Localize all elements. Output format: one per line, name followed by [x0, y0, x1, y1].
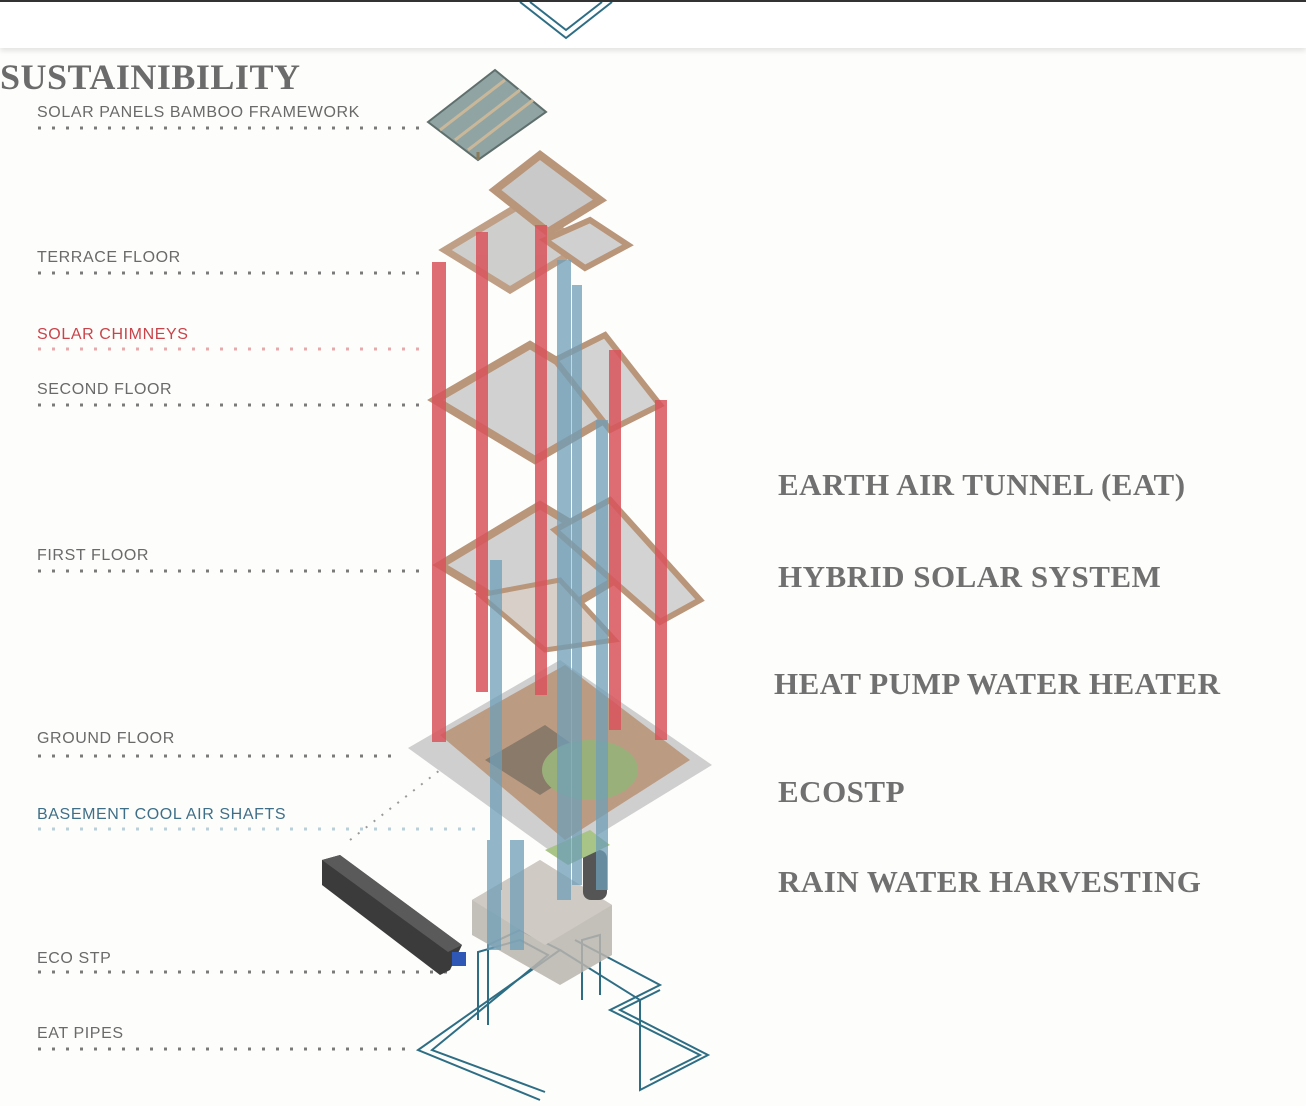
feature-heat-pump-water-heater: HEAT PUMP WATER HEATER	[774, 666, 1221, 701]
page-title: SUSTAINIBILITY	[0, 57, 301, 97]
layer-label-solar-chimneys: SOLAR CHIMNEYS	[37, 326, 189, 343]
eat-pipe-top-fragment	[519, 2, 613, 40]
feature-earth-air-tunnel: EARTH AIR TUNNEL (EAT)	[778, 467, 1186, 502]
layer-label-basement: BASEMENT COOL AIR SHAFTS	[37, 806, 287, 823]
layer-label-first-floor: FIRST FLOOR	[37, 547, 150, 564]
layer-label-solar-panels: SOLAR PANELS BAMBOO FRAMEWORK	[37, 104, 360, 121]
solar-chimneys	[432, 225, 667, 742]
eco-stp-tank	[322, 855, 466, 975]
layer-label-ground-floor: GROUND FLOOR	[37, 730, 175, 747]
feature-rain-water-harvesting: RAIN WATER HARVESTING	[778, 864, 1202, 899]
cool-air-shafts	[487, 260, 608, 950]
leader-lines	[38, 126, 485, 1051]
layer-label-eco-stp: ECO STP	[37, 950, 112, 967]
feature-hybrid-solar-system: HYBRID SOLAR SYSTEM	[778, 559, 1162, 594]
layer-label-second-floor: SECOND FLOOR	[37, 381, 173, 398]
second-floor-slab	[427, 331, 665, 465]
top-bar	[0, 0, 1306, 48]
layer-label-terrace-floor: TERRACE FLOOR	[37, 249, 181, 266]
solar-panel-array	[426, 68, 548, 162]
layer-label-eat-pipes: EAT PIPES	[37, 1025, 124, 1042]
feature-ecostp: ECOSTP	[778, 774, 906, 809]
